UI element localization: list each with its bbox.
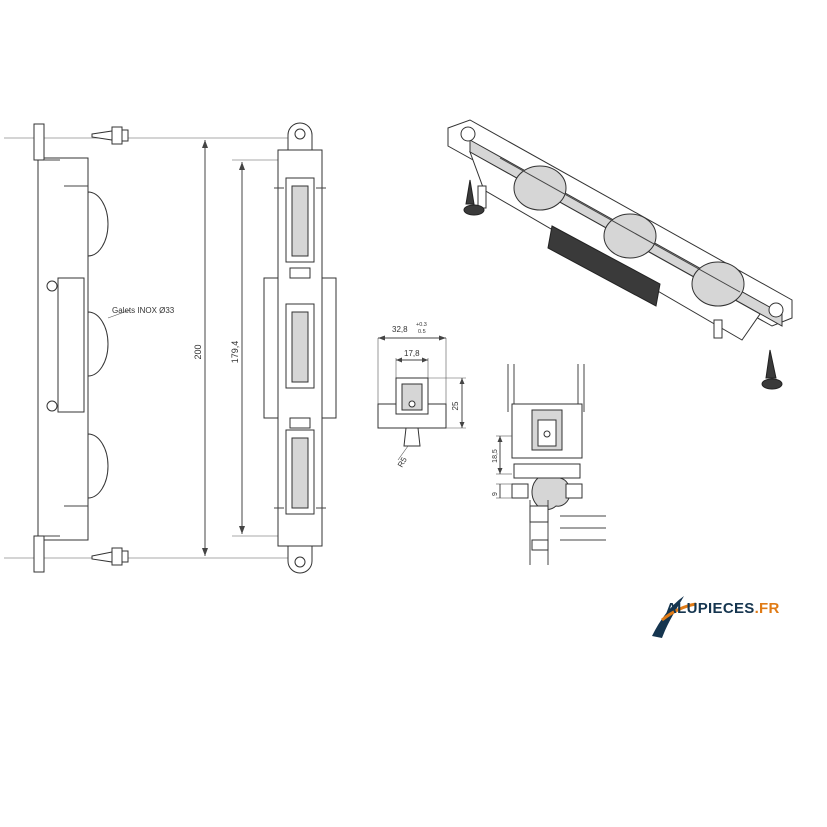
dim-tol-upper: +0.3 <box>416 322 427 328</box>
screw-3d-top <box>463 179 485 216</box>
logo-swoosh <box>652 596 697 638</box>
dim-b-label: 9 <box>492 492 499 496</box>
screw-top <box>91 126 129 145</box>
cross-section: 32,8 +0.3 0.5 17,8 25 R5 <box>377 322 466 469</box>
brand-logo: ALUPIECES.FR <box>666 600 780 617</box>
dimension-200: 200 <box>193 140 208 556</box>
logo-suffix: .FR <box>754 600 780 617</box>
isometric-view <box>447 119 793 341</box>
dim-radius-label: R5 <box>396 455 409 469</box>
dim-179-label: 179,4 <box>230 341 240 364</box>
dim-height-label: 25 <box>451 401 460 410</box>
dim-inner-width-label: 17,8 <box>404 349 420 358</box>
screw-bottom <box>91 547 129 566</box>
assembly-section: 18,5 9 <box>492 364 606 565</box>
screw-3d-bottom <box>761 349 783 390</box>
wheel-callout: Galets INOX Ø33 <box>112 306 175 315</box>
dim-200-label: 200 <box>193 344 203 359</box>
front-view <box>263 122 337 574</box>
logo-name: LUPIECES <box>677 600 755 617</box>
logo-initial: A <box>666 600 678 617</box>
wheel-bottom <box>87 433 109 499</box>
dim-tol-lower: 0.5 <box>418 329 426 335</box>
dim-a-label: 18,5 <box>492 449 499 463</box>
wheel-top <box>87 191 109 257</box>
wheel-mid <box>87 311 109 377</box>
dim-width-label: 32,8 <box>392 325 408 334</box>
side-view: Galets INOX Ø33 <box>4 123 290 573</box>
